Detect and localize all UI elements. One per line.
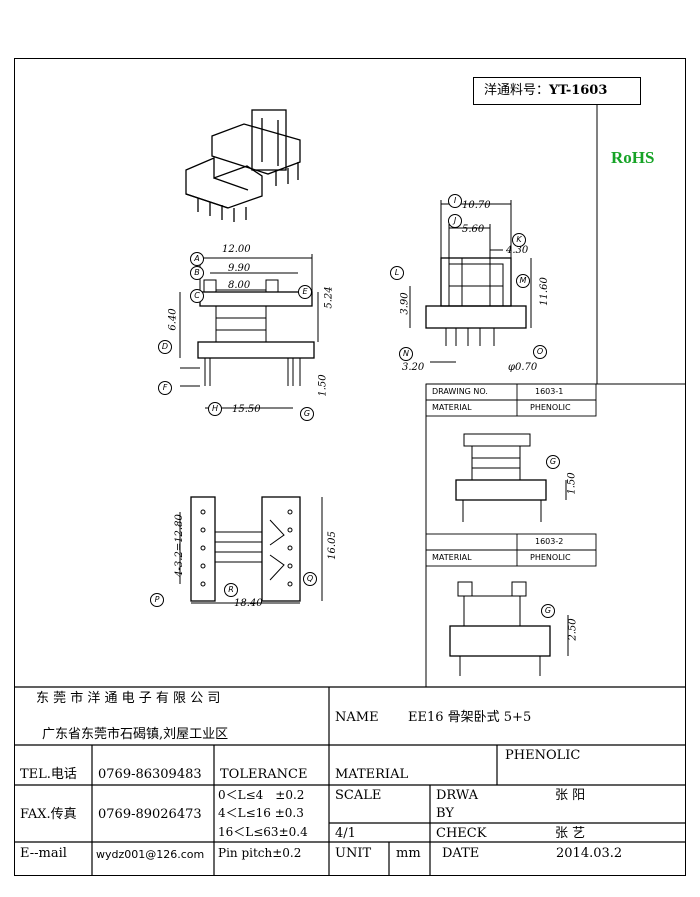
scale-value: 4/1 xyxy=(335,826,356,841)
variant-letter-g-2: G xyxy=(541,604,555,618)
ref-letter-b: B xyxy=(190,266,204,280)
unit-value: mm xyxy=(396,846,421,861)
v2-dim: 2.50 xyxy=(567,618,579,641)
dim-1-50: 1.50 xyxy=(317,374,329,397)
dim-11-60: 11.60 xyxy=(538,277,550,306)
title-block-grid xyxy=(14,686,686,876)
dim-3-90: 3.90 xyxy=(399,292,411,315)
fax-value: 0769-89026473 xyxy=(98,807,202,822)
rohs-label: RoHS xyxy=(611,148,655,167)
iso-view xyxy=(185,109,301,222)
ref-letter-k: K xyxy=(512,233,526,247)
email-label: E--mail xyxy=(20,846,67,861)
dim-5-60: 5.60 xyxy=(462,224,485,235)
dim-4-30: 4.30 xyxy=(506,245,529,256)
dim-6-40: 6.40 xyxy=(167,308,179,331)
tolerance-3: 16＜L≤63±0.4 xyxy=(218,825,308,839)
date-value: 2014.03.2 xyxy=(556,846,623,861)
tolerance-2: 4＜L≤16 ±0.3 xyxy=(218,806,304,820)
ref-letter-p: P xyxy=(150,593,164,607)
company-name: 东 莞 市 洋 通 电 子 有 限 公 司 xyxy=(36,691,221,706)
tolerance-4: Pin pitch±0.2 xyxy=(218,846,302,860)
tel-value: 0769-86309483 xyxy=(98,767,202,782)
date-label: DATE xyxy=(442,846,480,861)
v1-drawing-no-label: DRAWING NO. xyxy=(432,387,488,396)
v2-drawing-no: 1603-2 xyxy=(535,537,564,546)
tel-label: TEL.电话 xyxy=(20,767,77,782)
side-view xyxy=(409,200,532,363)
name-value: EE16 骨架卧式 5+5 xyxy=(408,710,532,725)
ref-letter-f: F xyxy=(158,381,172,395)
variant2-view xyxy=(449,581,569,676)
ref-letter-h: H xyxy=(208,402,222,416)
dim-12: 12.00 xyxy=(222,244,251,255)
dim-8: 8.00 xyxy=(228,280,251,291)
v1-dim: 1.50 xyxy=(566,472,578,495)
v1-drawing-no: 1603-1 xyxy=(535,387,564,396)
dim-10-70: 10.70 xyxy=(462,200,491,211)
ref-letter-a: A xyxy=(190,252,204,266)
v2-material: PHENOLIC xyxy=(530,553,571,562)
unit-label: UNIT xyxy=(335,846,372,861)
ref-letter-d: D xyxy=(158,340,172,354)
ref-letter-q: Q xyxy=(303,572,317,586)
dim-pin: φ0.70 xyxy=(508,362,538,373)
v1-material-label: MATERIAL xyxy=(432,403,472,412)
ref-letter-c: C xyxy=(190,289,204,303)
part-number-prefix: 洋通料号： xyxy=(484,83,550,98)
tolerance-label: TOLERANCE xyxy=(220,767,308,782)
material-value: PHENOLIC xyxy=(505,748,581,763)
v1-material: PHENOLIC xyxy=(530,403,571,412)
ref-letter-i: I xyxy=(448,194,462,208)
ref-letter-o: O xyxy=(533,345,547,359)
ref-letter-e: E xyxy=(298,285,312,299)
dim-3-20: 3.20 xyxy=(402,362,425,373)
v2-material-label: MATERIAL xyxy=(432,553,472,562)
tolerance-1: 0＜L≤4 ±0.2 xyxy=(218,788,305,802)
part-number-box: 洋通料号：YT-1603 xyxy=(473,77,641,105)
check-label: CHECK xyxy=(436,826,487,841)
dim-12-80: 4-3.2=12.80 xyxy=(173,514,185,577)
company-address: 广东省东莞市石碣镇,刘屋工业区 xyxy=(42,727,229,742)
dim-16-05: 16.05 xyxy=(326,531,338,560)
ref-letter-n: N xyxy=(399,347,413,361)
ref-letter-j: J xyxy=(448,214,462,228)
part-number: YT-1603 xyxy=(549,83,608,98)
ref-letter-r: R xyxy=(224,583,238,597)
ref-letter-l: L xyxy=(390,266,404,280)
name-label: NAME xyxy=(335,710,379,725)
variant-letter-g-1: G xyxy=(546,455,560,469)
fax-label: FAX.传真 xyxy=(20,807,77,822)
ref-letter-m: M xyxy=(516,274,530,288)
checked-by: 张 艺 xyxy=(555,826,586,841)
scale-label: SCALE xyxy=(335,788,382,803)
dim-5-24: 5.24 xyxy=(323,286,335,309)
drawn-by: 张 阳 xyxy=(555,788,586,803)
drawing-sheet xyxy=(14,58,686,876)
dim-9-90: 9.90 xyxy=(228,263,251,274)
dim-15-50: 15.50 xyxy=(232,404,261,415)
material-label: MATERIAL xyxy=(335,767,409,782)
email-value: wydz001@126.com xyxy=(96,848,205,861)
bottom-view xyxy=(179,496,323,604)
variant1-view xyxy=(455,433,567,522)
drawn-label-2: BY xyxy=(436,806,454,821)
dim-18-40: 18.40 xyxy=(234,598,263,609)
drawn-label-1: DRWA xyxy=(436,788,479,803)
ref-letter-g: G xyxy=(300,407,314,421)
